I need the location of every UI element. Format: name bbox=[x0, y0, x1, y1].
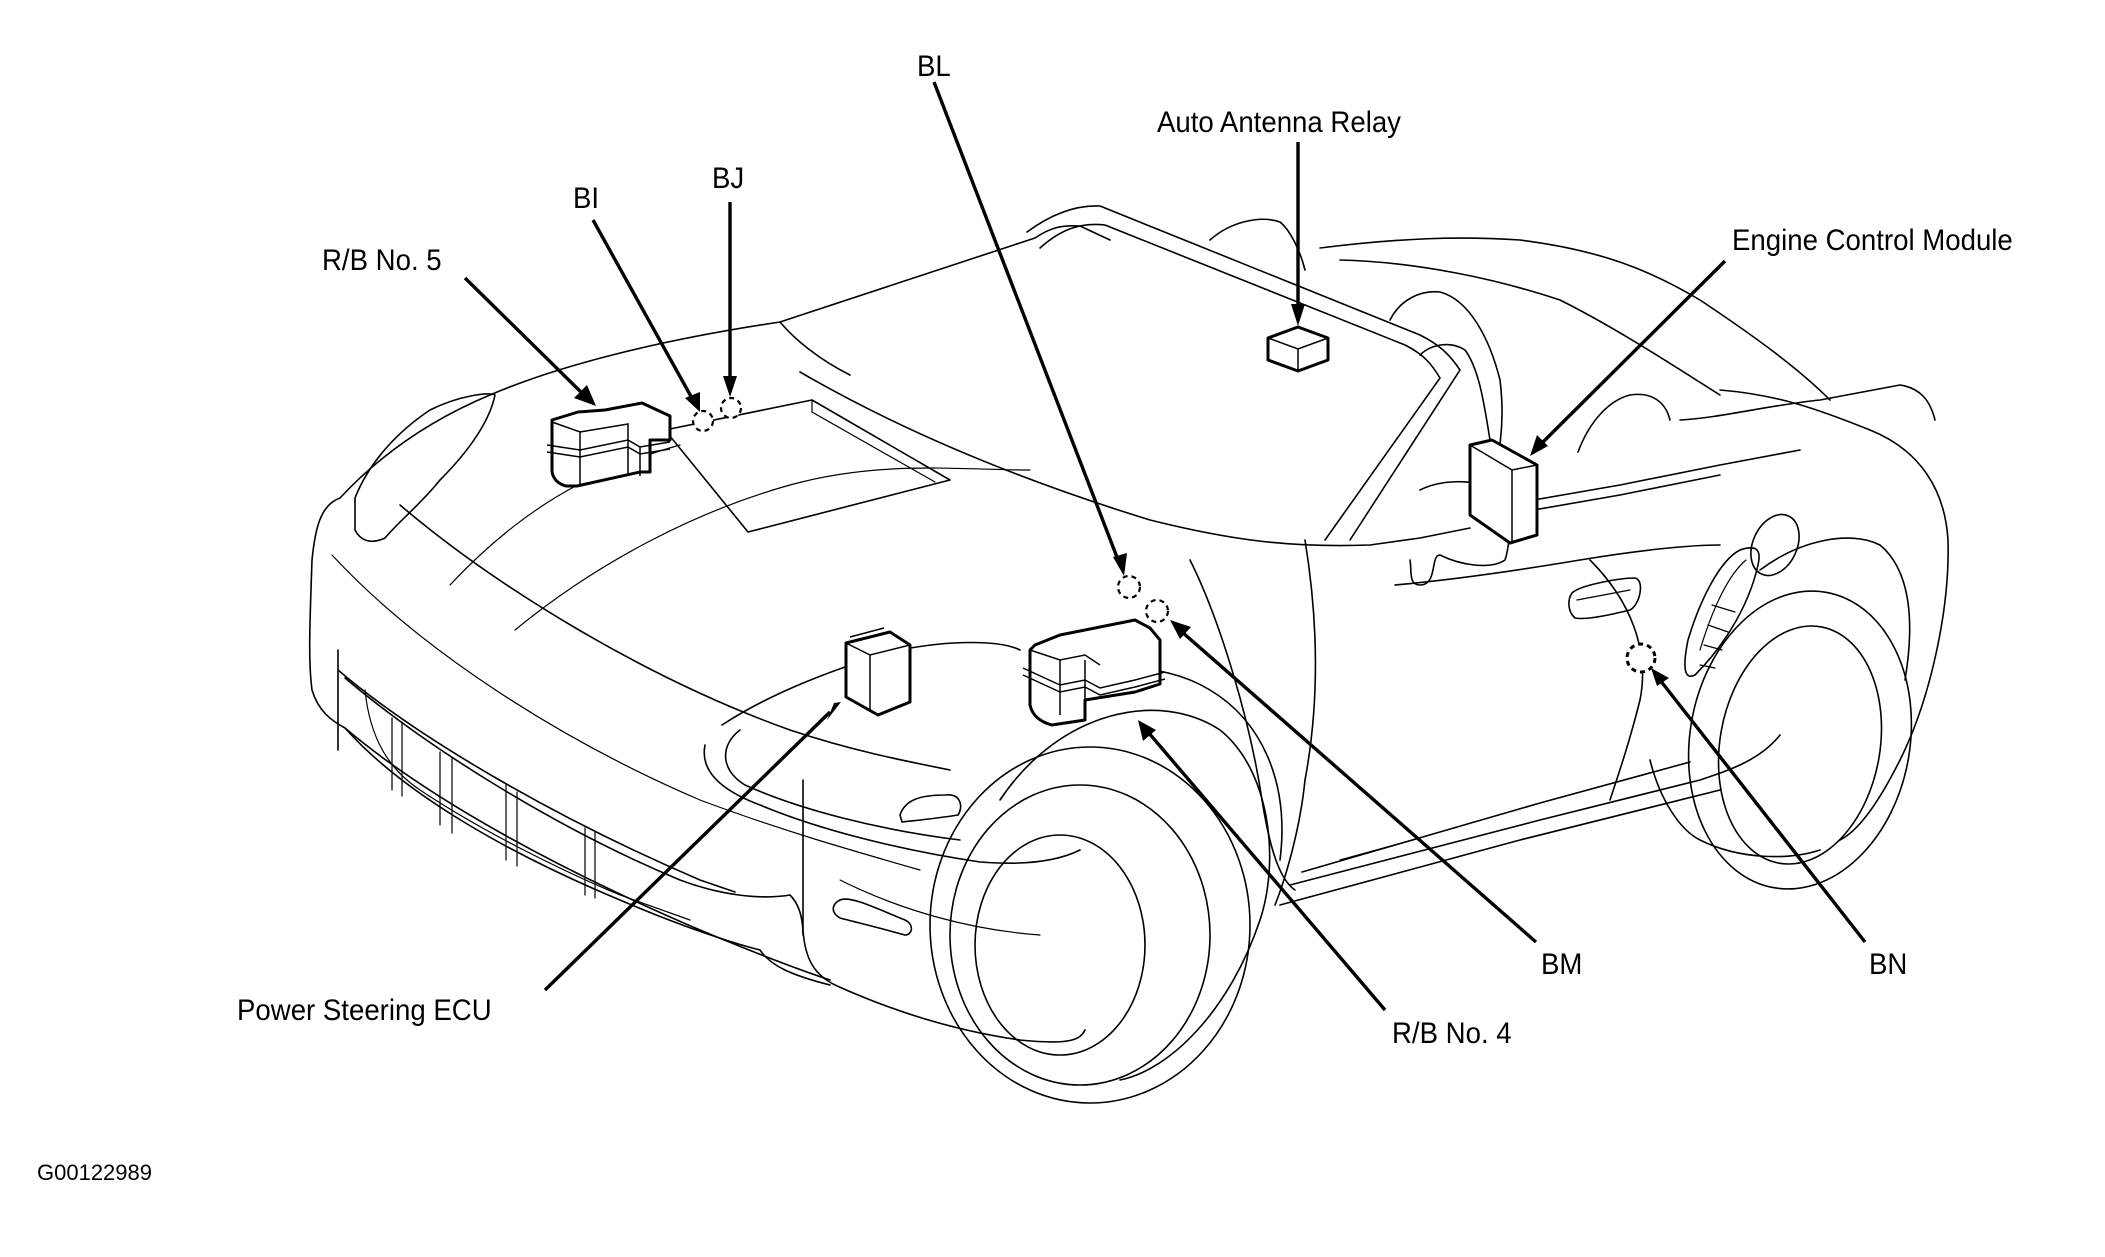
connector-bl bbox=[1116, 574, 1142, 600]
arrowhead-bi bbox=[685, 392, 700, 412]
engine-control-module bbox=[1468, 438, 1539, 545]
label-power-steering-ecu: Power Steering ECU bbox=[237, 994, 492, 1027]
connector-bj bbox=[719, 396, 743, 420]
label-bl: BL bbox=[917, 50, 951, 83]
car-body bbox=[308, 205, 1949, 1104]
label-bj: BJ bbox=[712, 162, 745, 195]
leader-rb4 bbox=[1146, 730, 1387, 1012]
label-engine-control-module: Engine Control Module bbox=[1732, 224, 2013, 257]
arrowhead-bl bbox=[1113, 553, 1127, 576]
leader-bl bbox=[932, 81, 1122, 566]
leader-ecm bbox=[1540, 259, 1727, 445]
arrowhead-bj bbox=[723, 376, 737, 397]
label-rb4: R/B No. 4 bbox=[1392, 1017, 1512, 1050]
relay-block-4 bbox=[1022, 618, 1166, 727]
arrowhead-bm bbox=[1170, 620, 1191, 639]
leader-bn bbox=[1658, 678, 1867, 944]
connector-bn bbox=[1625, 642, 1657, 674]
leader-lines bbox=[463, 81, 1867, 1012]
connector-bi bbox=[691, 409, 715, 433]
leader-bm bbox=[1180, 630, 1538, 944]
leader-bi bbox=[591, 219, 695, 401]
arrowhead-ecm bbox=[1530, 435, 1548, 456]
label-bi: BI bbox=[573, 182, 600, 215]
arrowheads bbox=[574, 304, 1669, 741]
leader-rb5 bbox=[463, 276, 587, 398]
label-rb5: R/B No. 5 bbox=[322, 244, 442, 277]
arrowhead-rb5 bbox=[574, 385, 596, 406]
label-bm: BM bbox=[1541, 948, 1583, 981]
arrowhead-ps-ecu bbox=[827, 702, 841, 720]
relay-block-5 bbox=[546, 401, 672, 488]
figure-id: G00122989 bbox=[37, 1160, 152, 1185]
arrowhead-rb4 bbox=[1138, 720, 1156, 741]
connector-bm bbox=[1144, 598, 1170, 624]
label-auto-antenna-relay: Auto Antenna Relay bbox=[1157, 106, 1401, 139]
label-bn: BN bbox=[1869, 948, 1908, 981]
leader-ps-ecu bbox=[543, 710, 832, 992]
power-steering-ecu bbox=[844, 627, 912, 717]
arrowhead-auto-antenna bbox=[1291, 304, 1305, 326]
auto-antenna-relay bbox=[1266, 325, 1330, 373]
arrowhead-bn bbox=[1651, 668, 1669, 686]
